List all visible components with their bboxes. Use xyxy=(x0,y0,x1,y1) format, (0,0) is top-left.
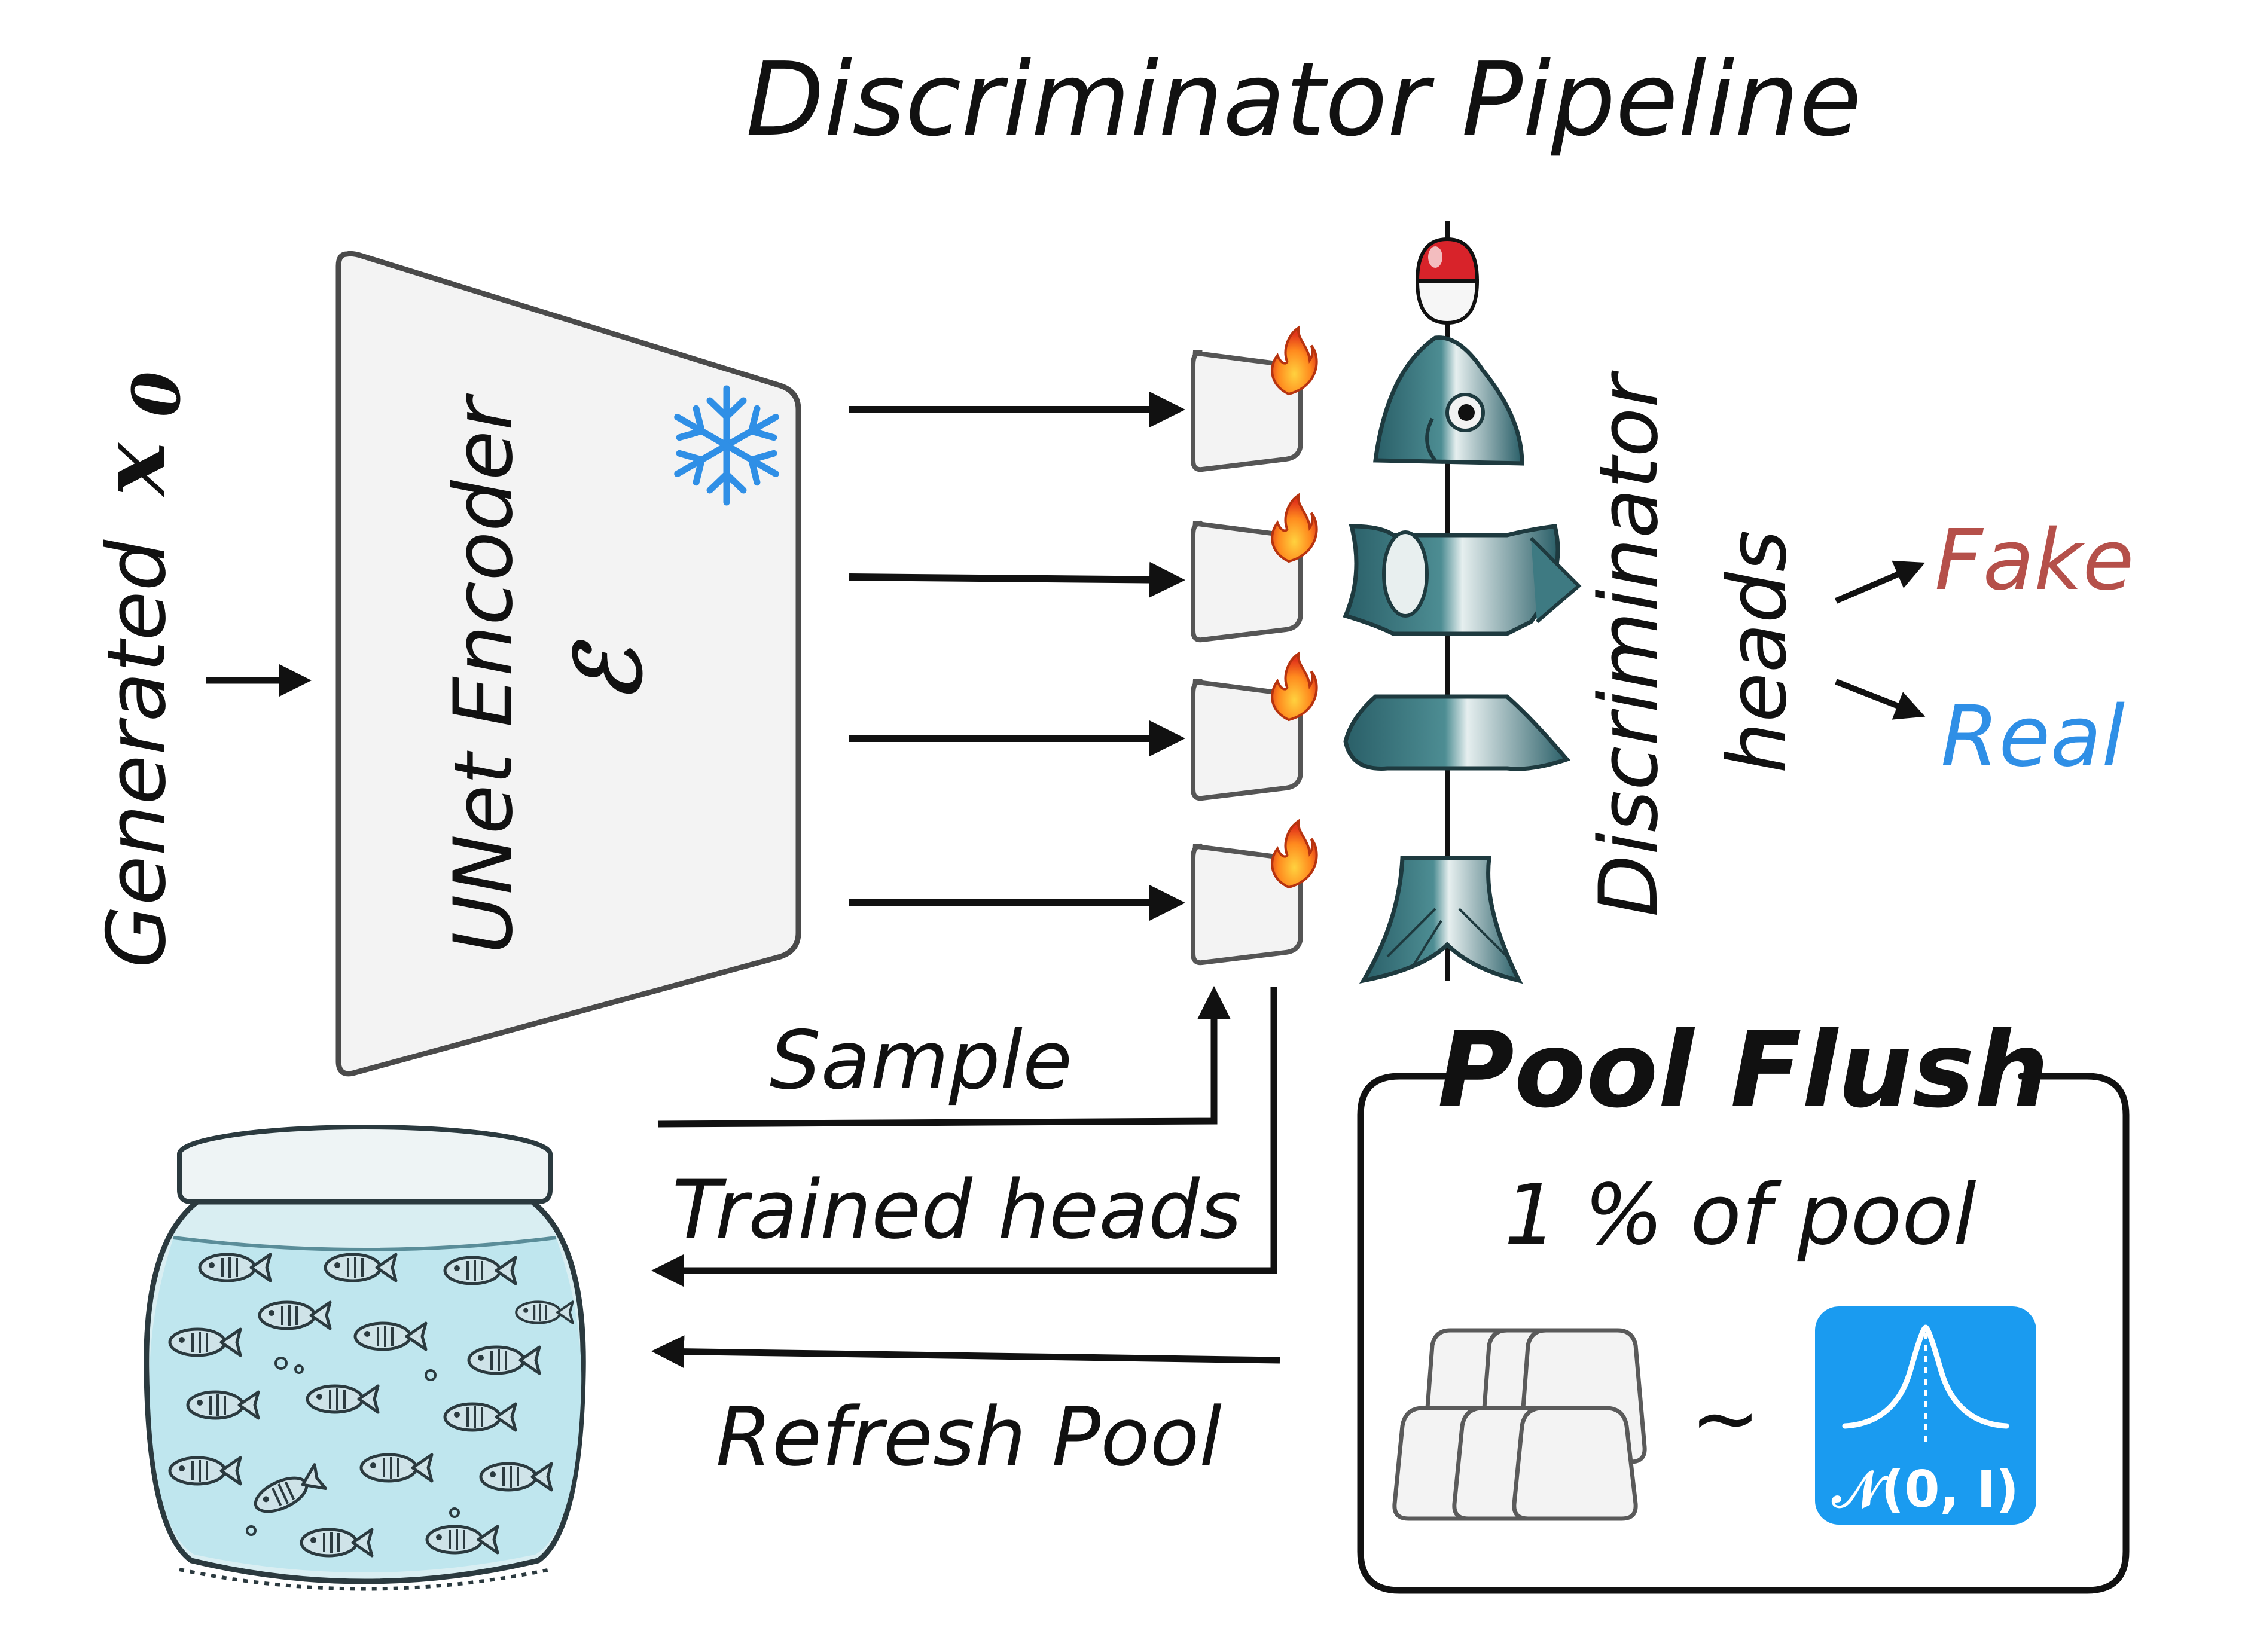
heads-label-line2: heads xyxy=(1710,530,1804,773)
input-symbol: x xyxy=(81,442,186,498)
feature-arrow-2 xyxy=(849,561,1185,598)
flame-icon xyxy=(1272,654,1316,720)
normal-distribution-label: 𝒩(0, I) xyxy=(1831,1460,2019,1519)
trained-heads-label: Trained heads xyxy=(672,1163,1242,1257)
gaussian-icon: 𝒩(0, I) xyxy=(1815,1306,2036,1525)
input-prefix: Generated xyxy=(90,539,184,969)
fake-arrow xyxy=(1835,560,1926,604)
real-arrow xyxy=(1835,679,1926,720)
pool-blocks-icon xyxy=(1392,1328,1647,1521)
sample-arrow xyxy=(657,986,1231,1128)
unet-encoder-block xyxy=(335,251,801,1077)
trained-heads-arrow xyxy=(651,987,1277,1287)
svg-text:Generated x 0: Generated x 0 xyxy=(81,371,195,968)
heads-label-line1: Discriminator xyxy=(1582,370,1676,917)
bobber-icon xyxy=(1415,237,1480,325)
fish-jar-icon xyxy=(144,1125,586,1591)
snowflake-icon xyxy=(674,385,779,506)
diagram-title: Discriminator Pipeline xyxy=(746,41,1862,159)
fish-icon xyxy=(1343,335,1582,984)
input-label: Generated x 0 xyxy=(81,371,195,968)
sample-label: Sample xyxy=(770,1013,1072,1107)
encoder-symbol: ℰ xyxy=(556,639,661,703)
real-output: Real xyxy=(1941,688,2125,786)
tilde-symbol: ~ xyxy=(1690,1370,1760,1467)
head-block-4 xyxy=(1191,821,1317,966)
fake-output: Fake xyxy=(1935,512,2134,609)
head-block-3 xyxy=(1191,654,1317,801)
refresh-pool-arrow xyxy=(651,1335,1280,1369)
refresh-pool-label: Refresh Pool xyxy=(716,1390,1222,1484)
encoder-label: UNet Encoder xyxy=(437,393,530,954)
pool-flush-box xyxy=(1357,1073,2130,1594)
head-block-2 xyxy=(1191,495,1317,643)
pool-flush-title: Pool Flush xyxy=(1438,1010,2049,1131)
input-subscript: 0 xyxy=(118,371,195,417)
head-block-1 xyxy=(1191,328,1317,472)
pool-flush-fraction: 1 % of pool xyxy=(1504,1167,1976,1264)
flame-icon xyxy=(1272,328,1316,394)
flame-icon xyxy=(1272,495,1316,561)
flame-icon xyxy=(1272,821,1316,887)
